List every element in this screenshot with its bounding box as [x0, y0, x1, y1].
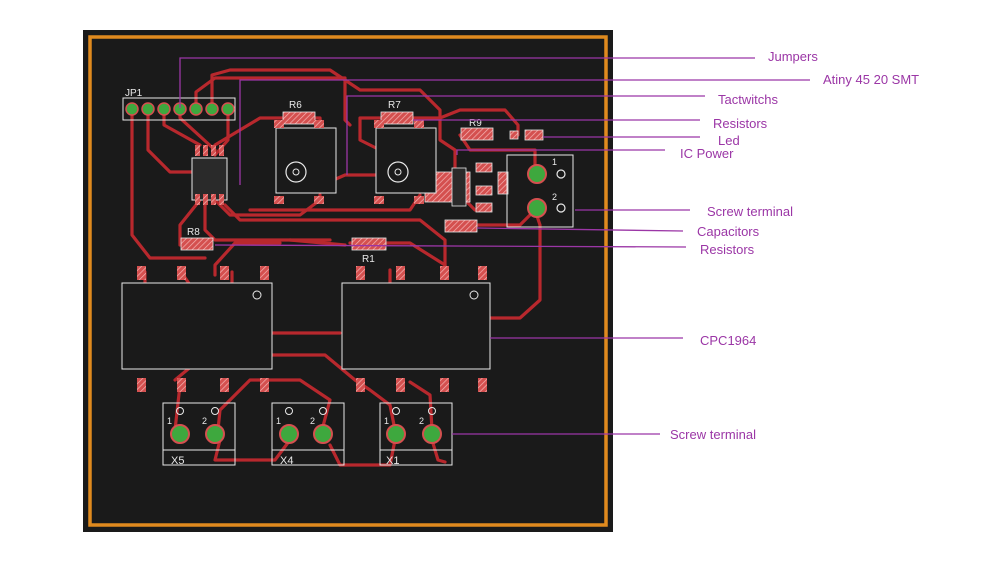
capacitor-small	[475, 162, 493, 173]
capacitor-small	[475, 202, 493, 213]
x5-pin-1: 1	[167, 416, 172, 426]
label-x5: X5	[171, 455, 184, 467]
label-r1: R1	[362, 254, 375, 265]
x4-pin-2: 2	[310, 416, 315, 426]
header-pin	[157, 102, 171, 116]
callout-screw-terminal-top: Screw terminal	[707, 204, 793, 219]
resistor-r9	[460, 127, 494, 141]
resistor-pads	[180, 111, 544, 251]
resistor-r8	[180, 237, 214, 251]
cpc1964-relay-right	[341, 266, 491, 392]
screw-terminal-x1: 1 2 X1	[379, 402, 453, 467]
ic-power-pad	[497, 171, 509, 195]
label-r8: R8	[187, 227, 200, 238]
callout-capacitors: Capacitors	[697, 224, 760, 239]
callout-attiny: Atiny 45 20 SMT	[823, 72, 919, 87]
tact-switch-1	[274, 120, 337, 204]
label-x4: X4	[280, 455, 293, 467]
cpc1964-relay-left	[121, 266, 273, 392]
callout-jumpers: Jumpers	[768, 49, 818, 64]
x4-pin-1: 1	[276, 416, 281, 426]
board-outline	[88, 35, 608, 527]
label-r9: R9	[469, 118, 482, 129]
resistor-r1	[351, 237, 387, 251]
header-pin	[189, 102, 203, 116]
callout-tactswitch: Tactwitchs	[718, 92, 778, 107]
label-r7: R7	[388, 100, 401, 111]
header-pin	[141, 102, 155, 116]
callout-resistors-top: Resistors	[713, 116, 768, 131]
callout-resistors-bottom: Resistors	[700, 242, 755, 257]
led-pad	[509, 130, 519, 140]
x1-pin-1: 1	[384, 416, 389, 426]
label-jp1: JP1	[125, 88, 143, 99]
header-pin	[221, 102, 235, 116]
screw-terminal-x5: 1 2 X5	[162, 402, 236, 467]
capacitor	[444, 219, 478, 233]
pcb-board	[83, 30, 613, 532]
screw-terminal-x4: 1 2 X4	[271, 402, 345, 467]
x5-pin-2: 2	[202, 416, 207, 426]
resistor-r6	[282, 111, 316, 125]
jumper-header-jp1: JP1	[122, 88, 236, 121]
label-x1: X1	[386, 455, 399, 467]
callout-led: Led	[718, 133, 740, 148]
header-pin	[205, 102, 219, 116]
attiny-chip	[191, 145, 228, 205]
header-pin	[125, 102, 139, 116]
capacitor-small	[475, 185, 493, 196]
callout-labels: Jumpers Atiny 45 20 SMT Tactwitchs Resis…	[670, 49, 919, 442]
led	[524, 129, 544, 141]
callout-ic-power: IC Power	[680, 146, 734, 161]
screw-terminal-top: 1 2	[506, 154, 574, 228]
tact-switch-2	[374, 120, 437, 204]
resistor-r7	[380, 111, 414, 125]
x1-pin-2: 2	[419, 416, 424, 426]
callout-screw-terminal-bottom: Screw terminal	[670, 427, 756, 442]
label-r6: R6	[289, 100, 302, 111]
terminal-pin-1: 1	[552, 157, 557, 167]
terminal-pin-2: 2	[552, 192, 557, 202]
callout-cpc1964: CPC1964	[700, 333, 756, 348]
callout-lines	[179, 57, 810, 435]
